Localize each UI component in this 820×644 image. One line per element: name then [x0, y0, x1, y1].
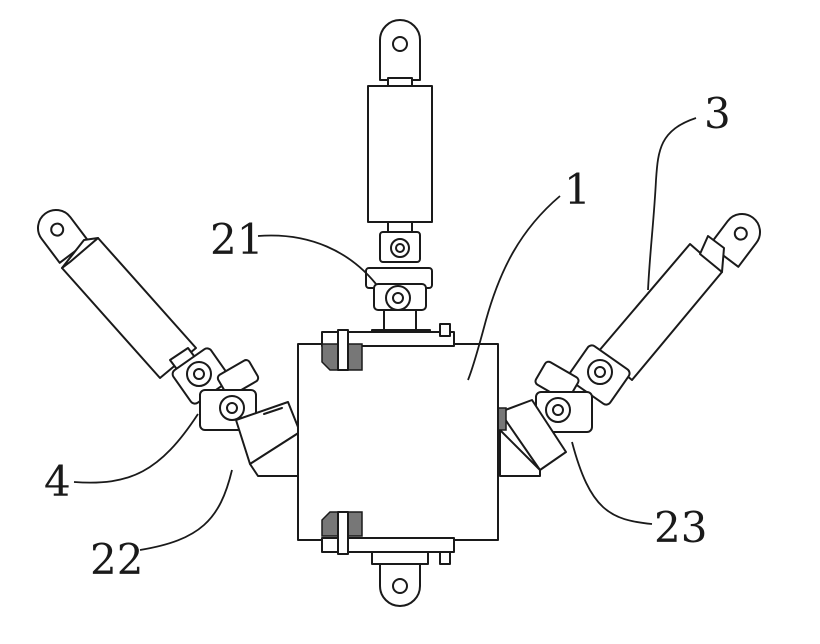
label-3: 3 [704, 89, 731, 138]
right-cylinder [491, 213, 761, 477]
label-1: 1 [564, 165, 591, 214]
label-21: 21 [210, 215, 263, 264]
central-body [297, 323, 499, 565]
left-cylinder [37, 209, 301, 477]
top-cylinder [365, 19, 433, 343]
label-23: 23 [654, 503, 707, 552]
label-4: 4 [44, 457, 71, 506]
bottom-eye [371, 551, 429, 607]
label-22: 22 [90, 535, 143, 584]
leader-lines [73, 117, 697, 551]
